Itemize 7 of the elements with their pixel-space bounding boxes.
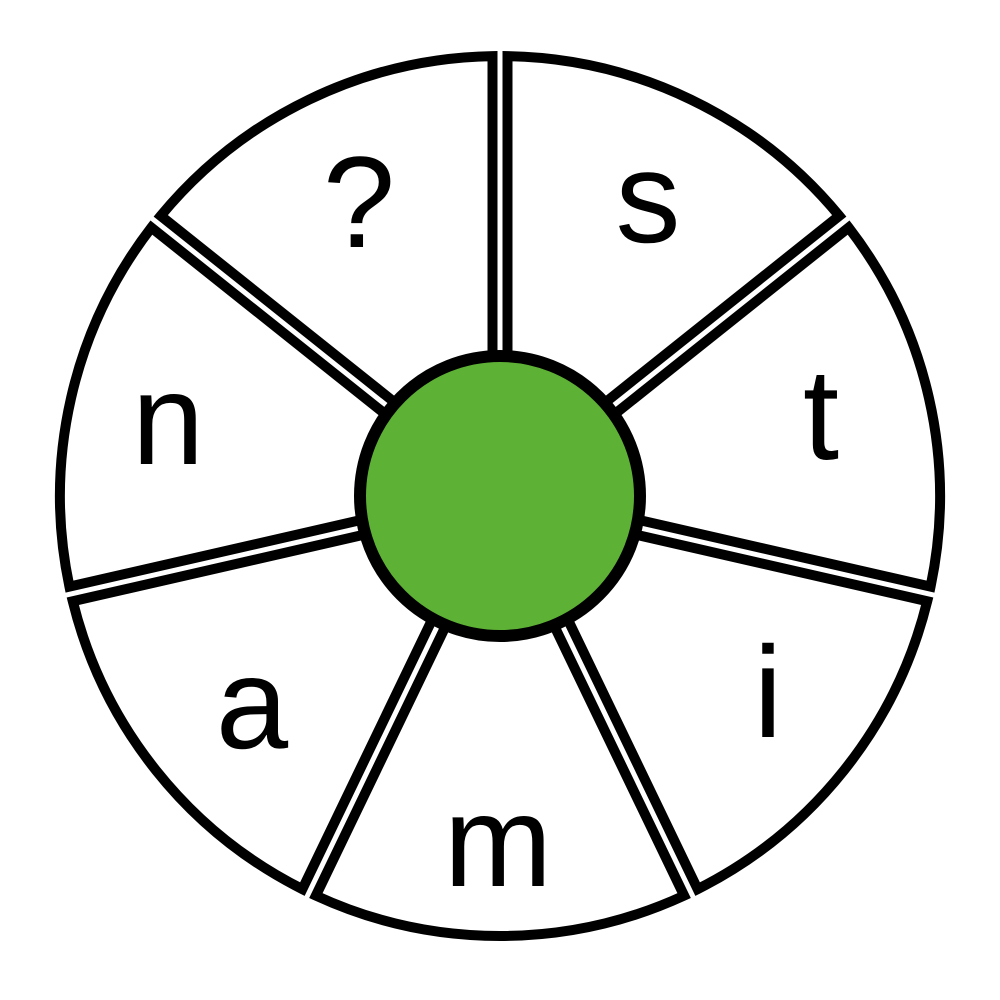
puzzle-letter: n (132, 354, 204, 484)
puzzle-letter: a (216, 638, 288, 768)
puzzle-letter: m (444, 776, 552, 906)
puzzle-letter: ? (322, 137, 396, 267)
puzzle-letter: i (754, 627, 782, 757)
puzzle-letter: t (802, 349, 840, 479)
puzzle-letter: s (616, 132, 680, 262)
